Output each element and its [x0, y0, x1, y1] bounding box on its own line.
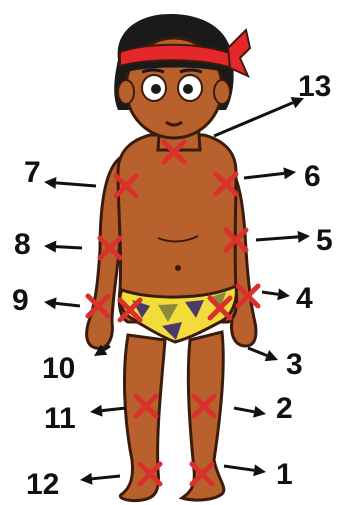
- pointer-arrow: [262, 288, 290, 300]
- pointer-arrow: [80, 473, 120, 485]
- right-pupil: [183, 84, 193, 94]
- label-7: 7: [24, 156, 41, 189]
- left-pupil: [151, 84, 161, 94]
- label-12: 12: [26, 468, 59, 501]
- pointer-arrow: [256, 231, 310, 243]
- label-4: 4: [296, 282, 313, 315]
- label-9: 9: [12, 284, 29, 317]
- pointer-arrow: [44, 297, 80, 309]
- pointer-arrow: [248, 348, 278, 361]
- label-1: 1: [276, 458, 293, 491]
- pointer-arrow: [224, 464, 266, 476]
- pointer-arrow: [44, 177, 96, 189]
- pointer-arrow: [90, 405, 126, 417]
- label-6: 6: [304, 160, 321, 193]
- label-10: 10: [42, 352, 75, 385]
- label-5: 5: [316, 224, 333, 257]
- child-head: [114, 14, 250, 138]
- label-3: 3: [286, 348, 303, 381]
- right-ear: [214, 80, 230, 104]
- left-ear: [118, 80, 134, 104]
- label-2: 2: [276, 392, 293, 425]
- label-8: 8: [14, 228, 31, 261]
- headband-knot: [228, 30, 250, 76]
- label-11: 11: [44, 402, 76, 435]
- pointer-arrow: [234, 406, 266, 418]
- pointer-arrow: [244, 167, 296, 179]
- label-13: 13: [298, 70, 331, 103]
- navel: [175, 265, 181, 271]
- left-leg: [120, 335, 165, 501]
- pointer-arrow: [44, 241, 82, 253]
